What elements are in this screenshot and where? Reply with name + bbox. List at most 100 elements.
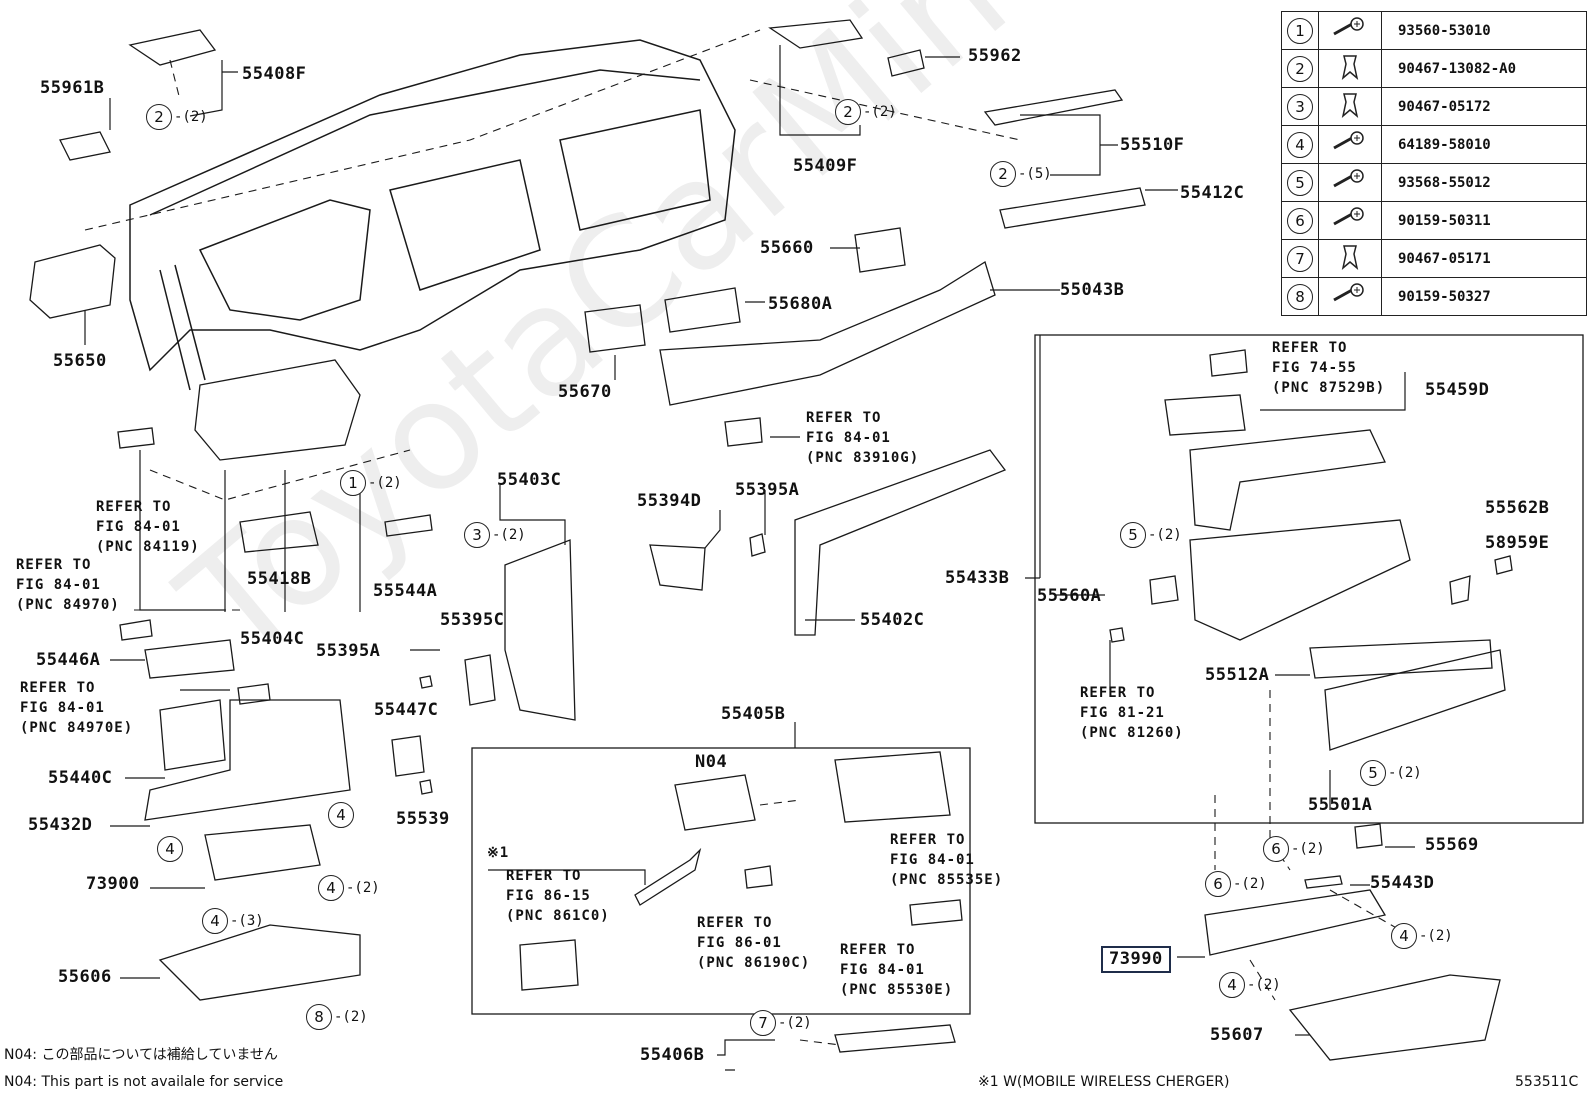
part-label-55395a-upper: 55395A (735, 480, 800, 500)
fastener-number-circle: 3 (1287, 93, 1313, 120)
callout-number: 5 (1120, 522, 1146, 548)
fastener-part-number: 90159-50327 (1381, 277, 1587, 316)
part-label-55459d: 55459D (1425, 380, 1490, 400)
callout-quantity: -(2) (778, 1015, 812, 1031)
part-label-73990-highlighted[interactable]: 73990 (1101, 946, 1171, 973)
callout-quantity: -(2) (1388, 765, 1422, 781)
marker-note-1: ※1 (487, 845, 510, 861)
part-label-55544a: 55544A (373, 581, 438, 601)
fastener-row: 1 93560-53010 (1281, 11, 1587, 50)
callout-quantity: -(2) (346, 880, 380, 896)
fastener-callout: 2-(5) (990, 161, 1052, 187)
callout-number: 2 (990, 161, 1016, 187)
fastener-callout: 6-(2) (1205, 871, 1267, 897)
part-label-55447c: 55447C (374, 700, 439, 720)
callout-quantity: -(2) (174, 109, 208, 125)
fastener-callout: 4-(2) (318, 875, 380, 901)
refer-to-fig-84-01-85535e: REFER TO FIG 84-01 (PNC 85535E) (890, 832, 1004, 888)
fastener-number-circle: 1 (1287, 17, 1313, 44)
callout-number: 6 (1205, 871, 1231, 897)
part-label-55404c: 55404C (240, 629, 305, 649)
console-group-frame (471, 747, 971, 1015)
part-label-55405b: 55405B (721, 704, 786, 724)
part-label-55606: 55606 (58, 967, 112, 987)
part-label-55660: 55660 (760, 238, 814, 258)
fastener-callout: 4-(2) (1391, 923, 1453, 949)
callout-number: 4 (1391, 923, 1417, 949)
fastener-callout: 5-(2) (1120, 522, 1182, 548)
callout-quantity: -(2) (863, 104, 897, 120)
part-label-55607: 55607 (1210, 1025, 1264, 1045)
part-label-55443d: 55443D (1370, 873, 1435, 893)
part-label-55412c: 55412C (1180, 183, 1245, 203)
fastener-number-circle: 7 (1287, 245, 1313, 272)
fastener-number-circle: 8 (1287, 283, 1313, 310)
callout-number: 8 (306, 1004, 332, 1030)
callout-quantity: -(2) (1247, 977, 1281, 993)
callout-number: 4 (157, 836, 183, 862)
callout-number: 4 (328, 802, 354, 828)
fastener-number-circle: 6 (1287, 207, 1313, 234)
fastener-callout: 5-(2) (1360, 760, 1422, 786)
fastener-number: 2 (1281, 49, 1319, 88)
fastener-number: 6 (1281, 201, 1319, 240)
fastener-row: 8 90159-50327 (1281, 277, 1587, 316)
part-label-55650: 55650 (53, 351, 107, 371)
part-label-55670: 55670 (558, 382, 612, 402)
refer-to-fig-81-21: REFER TO FIG 81-21 (PNC 81260) (1080, 685, 1184, 741)
part-label-55962: 55962 (968, 46, 1022, 66)
part-label-55402c: 55402C (860, 610, 925, 630)
callout-quantity: -(2) (368, 475, 402, 491)
part-label-55395a-lower: 55395A (316, 641, 381, 661)
refer-to-fig-84-01-84970: REFER TO FIG 84-01 (PNC 84970) (16, 557, 120, 613)
callout-quantity: -(2) (1291, 841, 1325, 857)
refer-to-fig-86-01: REFER TO FIG 86-01 (PNC 86190C) (697, 915, 811, 971)
fastener-callout: 2-(2) (146, 104, 208, 130)
callout-number: 3 (464, 522, 490, 548)
part-label-55501a: 55501A (1308, 795, 1373, 815)
fastener-number-circle: 2 (1287, 55, 1313, 82)
glove-box-group-frame (1034, 334, 1584, 824)
part-label-55408f: 55408F (242, 64, 307, 84)
callout-number: 2 (835, 99, 861, 125)
part-label-55569: 55569 (1425, 835, 1479, 855)
part-label-55418b: 55418B (247, 569, 312, 589)
fastener-part-number: 93560-53010 (1381, 11, 1587, 50)
refer-to-fig-84-01-84119: REFER TO FIG 84-01 (PNC 84119) (96, 499, 200, 555)
part-label-55539: 55539 (396, 809, 450, 829)
callout-number: 4 (318, 875, 344, 901)
diagram-number: 553511C (1515, 1074, 1579, 1090)
part-label-55433b: 55433B (945, 568, 1010, 588)
refer-to-fig-84-01-85530e: REFER TO FIG 84-01 (PNC 85530E) (840, 942, 954, 998)
screw-icon (1318, 277, 1382, 316)
fastener-part-number: 90467-05172 (1381, 87, 1587, 126)
fastener-number: 5 (1281, 163, 1319, 202)
fastener-callout: 4 (157, 836, 183, 862)
part-label-n04: N04 (695, 752, 728, 772)
callout-quantity: -(2) (1419, 928, 1453, 944)
fastener-callout: 4-(3) (202, 908, 264, 934)
callout-number: 2 (146, 104, 172, 130)
fastener-callout: 4 (328, 802, 354, 828)
fastener-row: 3 90467-05172 (1281, 87, 1587, 126)
callout-number: 4 (202, 908, 228, 934)
fastener-number: 1 (1281, 11, 1319, 50)
part-label-55512a: 55512A (1205, 665, 1270, 685)
part-label-55510f: 55510F (1120, 135, 1185, 155)
callout-quantity: -(2) (334, 1009, 368, 1025)
part-label-55440c: 55440C (48, 768, 113, 788)
clip-icon (1318, 87, 1382, 126)
part-label-55403c: 55403C (497, 470, 562, 490)
callout-number: 1 (340, 470, 366, 496)
fastener-number: 8 (1281, 277, 1319, 316)
refer-to-fig-86-15: REFER TO FIG 86-15 (PNC 861C0) (506, 868, 610, 924)
part-label-55961b: 55961B (40, 78, 105, 98)
fastener-callout: 8-(2) (306, 1004, 368, 1030)
part-label-55680a: 55680A (768, 294, 833, 314)
fastener-callout: 1-(2) (340, 470, 402, 496)
